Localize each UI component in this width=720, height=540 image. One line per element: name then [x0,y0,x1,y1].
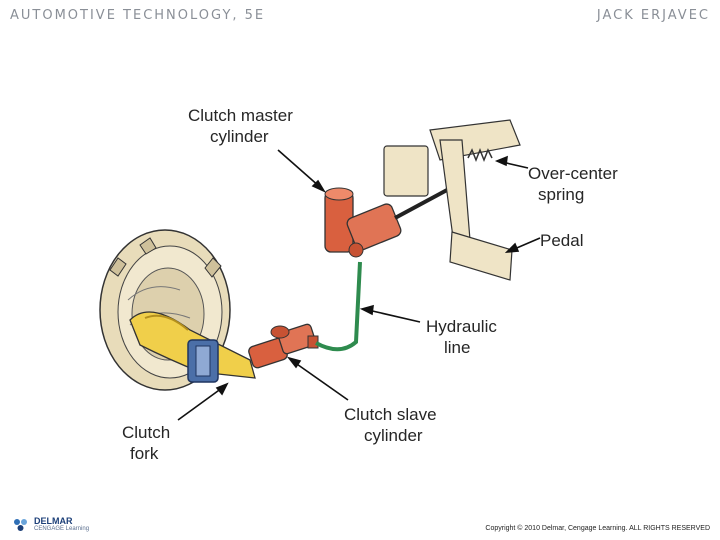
label-hydraulic-line1: Hydraulic [426,317,497,336]
label-pedal: Pedal [540,230,583,251]
label-master-cylinder: Clutch master cylinder [188,105,293,147]
label-pedal-line1: Pedal [540,231,584,250]
label-over-center-spring: Over-center spring [528,163,618,205]
label-slave-line1: Clutch slave [344,405,437,424]
label-spring-line1: Over-center [528,164,618,183]
label-clutch-fork: Clutch fork [122,422,170,464]
copyright-notice: Copyright © 2010 Delmar, Cengage Learnin… [485,525,710,532]
logo-name: DELMAR [34,516,73,526]
clutch-fork-part [129,311,256,383]
label-fork-line1: Clutch [122,423,171,442]
label-hydraulic-line2: line [444,338,471,357]
pedal-assembly-part [383,119,521,281]
header-author: JACK ERJAVEC [596,8,710,23]
pointer-arrows [177,149,541,421]
label-fork-line2: fork [130,444,159,463]
slave-cylinder-part [248,323,319,369]
master-cylinder-part [324,181,461,258]
label-spring-line2: spring [538,185,585,204]
publisher-logo: DELMAR CENGAGE Learning [12,517,89,532]
delmar-logo-icon [14,518,27,531]
label-master-line1: Clutch master [188,106,293,125]
hydraulic-line-part [315,261,362,352]
header-title: AUTOMOTIVE TECHNOLOGY, 5E [10,8,266,23]
pressure-plate-assembly [99,229,231,391]
label-slave-cylinder: Clutch slave cylinder [344,404,437,446]
logo-subtitle: CENGAGE Learning [34,526,90,532]
label-slave-line2: cylinder [364,426,423,445]
label-hydraulic-line: Hydraulic line [426,316,497,358]
label-master-line2: cylinder [210,127,269,146]
